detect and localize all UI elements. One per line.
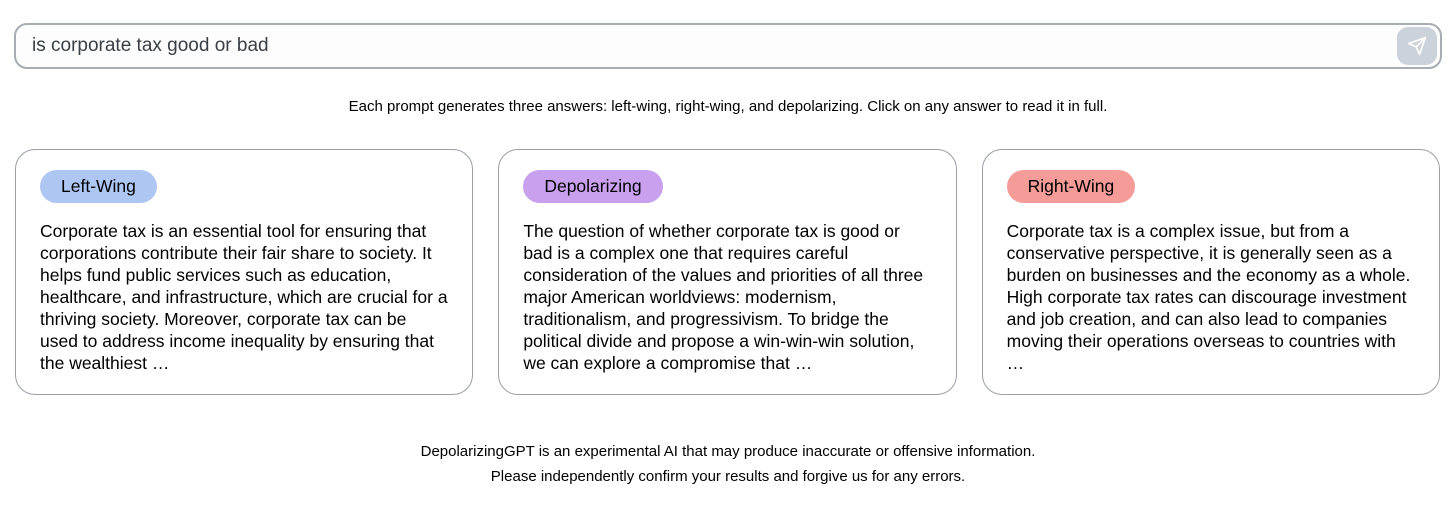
disclaimer-line-1: DepolarizingGPT is an experimental AI th… <box>420 443 1036 460</box>
disclaimer-line-2: Please independently confirm your result… <box>490 468 966 485</box>
right-wing-badge: Right-Wing <box>1006 170 1136 203</box>
paper-plane-icon <box>1407 36 1427 56</box>
left-wing-badge: Left-Wing <box>40 170 157 203</box>
right-wing-answer-text: Corporate tax is a complex issue, but fr… <box>1006 221 1411 373</box>
prompt-bar <box>14 23 1442 69</box>
answer-card-left-wing[interactable]: Left-Wing Corporate tax is an essential … <box>15 149 474 395</box>
instruction-text: Each prompt generates three answers: lef… <box>348 98 1108 115</box>
left-wing-answer-text: Corporate tax is an essential tool for e… <box>40 221 448 373</box>
depolarizing-badge: Depolarizing <box>523 170 663 203</box>
depolarizing-answer-text: The question of whether corporate tax is… <box>523 221 924 373</box>
disclaimer: DepolarizingGPT is an experimental AI th… <box>0 443 1456 485</box>
send-button[interactable] <box>1397 27 1437 65</box>
prompt-input[interactable] <box>16 25 1397 67</box>
answer-card-right-wing[interactable]: Right-Wing Corporate tax is a complex is… <box>981 149 1440 395</box>
answer-card-depolarizing[interactable]: Depolarizing The question of whether cor… <box>498 149 957 395</box>
answers-row: Left-Wing Corporate tax is an essential … <box>15 149 1440 395</box>
